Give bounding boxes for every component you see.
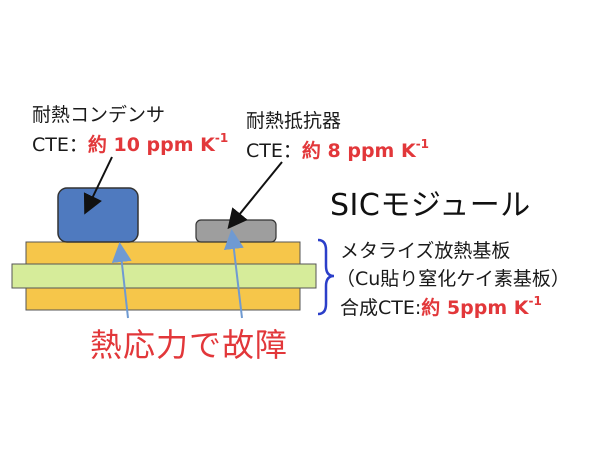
- capacitor-pointer-arrow: [83, 156, 113, 215]
- capacitor-cte: CTE：約 10 ppm K-1: [32, 130, 228, 157]
- stress-arrow-capacitor: [111, 242, 132, 319]
- resistor-block: [195, 219, 277, 243]
- capacitor-name: 耐熱コンデンサ: [32, 104, 166, 126]
- resistor-name: 耐熱抵抗器: [246, 110, 342, 132]
- substrate-bottom-layer: [25, 287, 301, 311]
- stress-arrow-resistor: [223, 229, 244, 319]
- resistor-cte: CTE：約 8 ppm K-1: [246, 136, 429, 163]
- capacitor-block: [57, 187, 139, 243]
- resistor-cte-prefix: CTE：: [246, 140, 302, 162]
- substrate-line-2: （Cu貼り窒化ケイ素基板）: [336, 268, 570, 290]
- resistor-cte-value: 約 8 ppm K: [301, 140, 416, 162]
- substrate-top-layer: [25, 241, 301, 265]
- capacitor-cte-exponent: -1: [214, 131, 229, 145]
- substrate-cte-prefix: 合成CTE:: [340, 297, 422, 319]
- substrate-line-1: メタライズ放熱基板: [340, 240, 511, 262]
- substrate-bracket: [317, 238, 335, 316]
- substrate-cte: 合成CTE:約 5ppm K-1: [340, 293, 542, 320]
- substrate-core-layer: [11, 263, 317, 289]
- thermal-stress-failure-text: 熱応力で故障: [90, 326, 289, 364]
- capacitor-cte-prefix: CTE：: [32, 134, 88, 156]
- resistor-cte-exponent: -1: [415, 137, 430, 151]
- module-title: SICモジュール: [330, 188, 531, 223]
- capacitor-cte-value: 約 10 ppm K: [87, 134, 215, 156]
- substrate-cte-exponent: -1: [528, 294, 542, 308]
- resistor-pointer-arrow: [227, 161, 283, 230]
- substrate-cte-value: 約 5ppm K: [421, 297, 529, 319]
